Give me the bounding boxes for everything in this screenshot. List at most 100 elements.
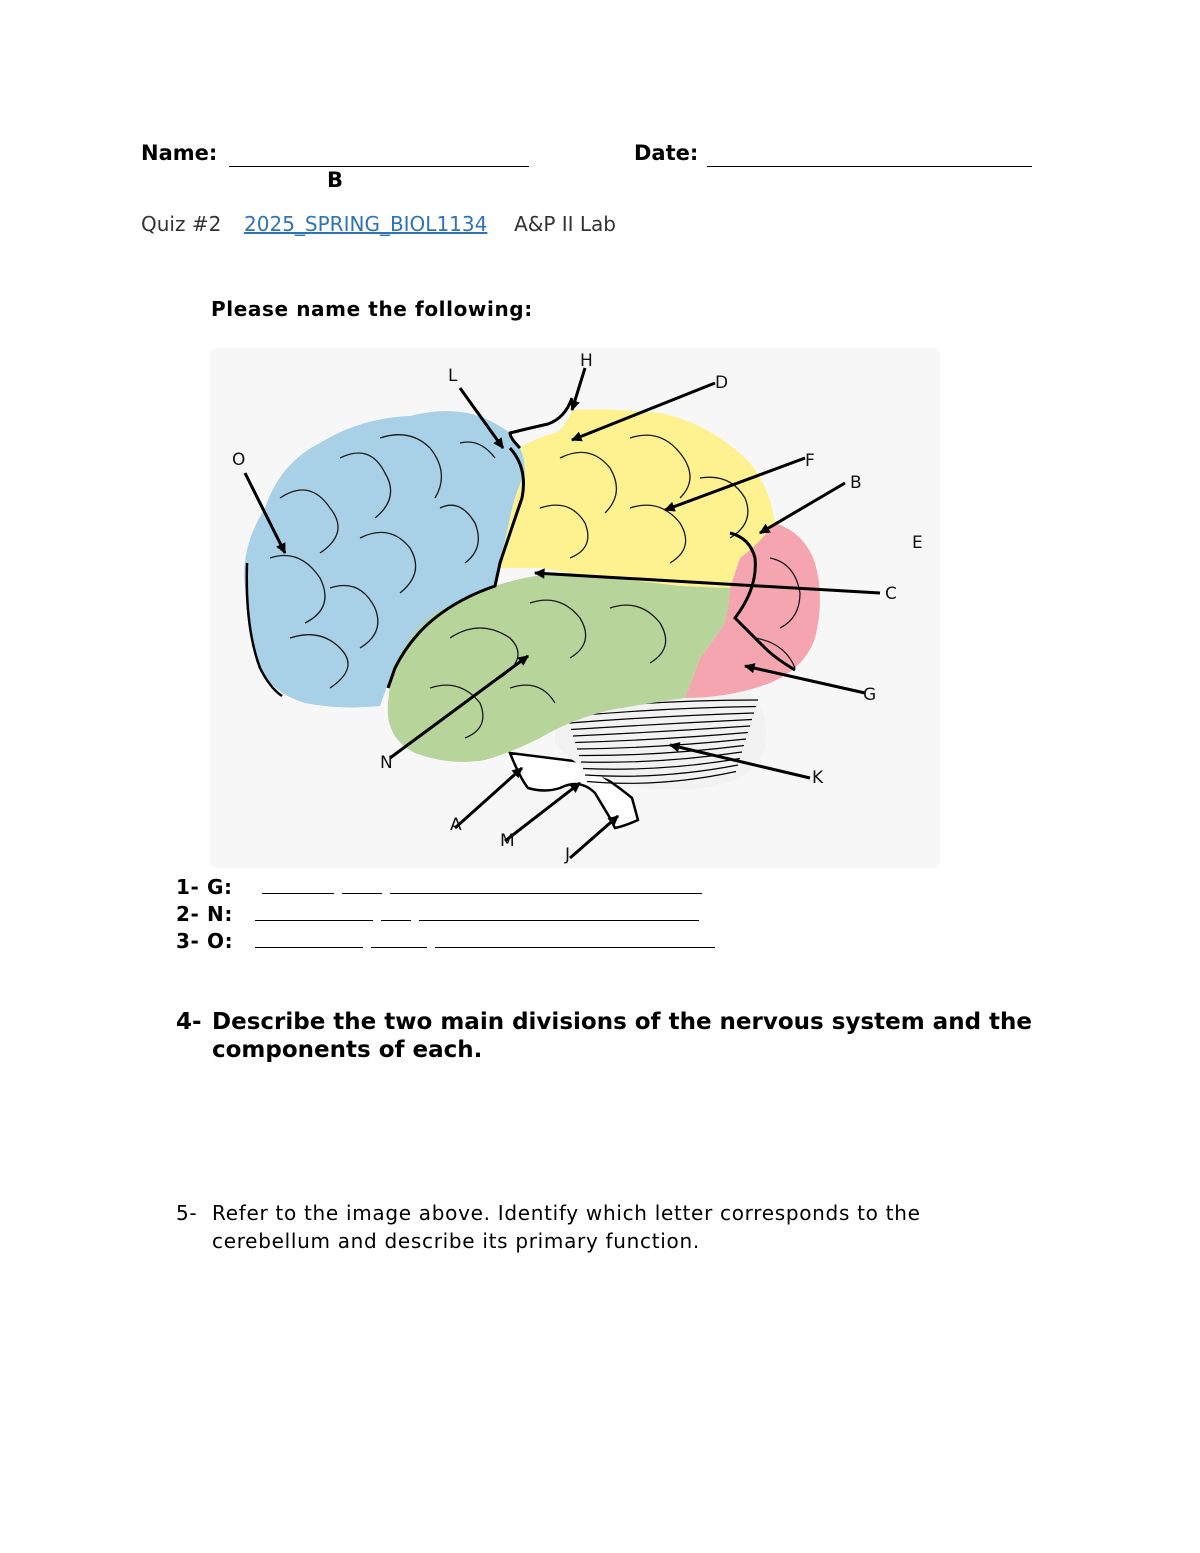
parietal-lobe xyxy=(498,409,775,588)
pointer-line xyxy=(504,781,581,843)
pointer-line xyxy=(534,571,881,595)
gyrus-line xyxy=(459,441,496,459)
pointer-arrowhead xyxy=(511,767,523,779)
course-code-link[interactable]: 2025_SPRING_BIOL1134 xyxy=(244,212,488,236)
label-G: G xyxy=(863,685,876,705)
gyrus-line xyxy=(629,504,687,564)
gyrus-line xyxy=(629,434,691,499)
cerebellum-folium xyxy=(580,751,743,763)
frontal-lobe xyxy=(244,411,525,708)
label-N: N xyxy=(380,753,393,773)
cerebellum-folium xyxy=(586,770,737,784)
label-A: A xyxy=(450,815,462,835)
course-line: Quiz #2 2025_SPRING_BIOL1134 A&P II Lab xyxy=(141,212,616,236)
instruction-text: Please name the following: xyxy=(211,297,533,321)
answer-row-2: 2- N: xyxy=(176,902,707,926)
gyrus-line xyxy=(339,452,392,519)
central-sulcus-top xyxy=(508,397,574,450)
gyrus-line xyxy=(289,634,349,689)
pointer-arrowhead xyxy=(533,568,545,579)
cerebellum-folium xyxy=(572,725,751,737)
central-sulcus-line xyxy=(386,446,525,689)
label-L: L xyxy=(448,366,458,386)
answer-1-blank-b[interactable] xyxy=(341,875,382,894)
pointer-arrowhead xyxy=(517,655,529,666)
pointer-line xyxy=(744,664,866,695)
answer-3-blank-c[interactable] xyxy=(435,929,716,948)
name-field-line[interactable] xyxy=(229,146,529,167)
pointer-arrowhead xyxy=(668,742,681,753)
pointer-line xyxy=(453,766,524,830)
gyrus-line xyxy=(699,476,749,539)
label-K: K xyxy=(812,768,824,788)
gyrus-line xyxy=(769,557,801,629)
lab-name: A&P II Lab xyxy=(514,212,617,236)
cerebellum-folium xyxy=(576,738,747,750)
gyrus-line xyxy=(509,684,556,704)
pointer-line xyxy=(571,381,716,442)
answer-2-blank-a[interactable] xyxy=(255,902,374,921)
pointer-arrowhead xyxy=(570,431,583,442)
question-5-line-1: Refer to the image above. Identify which… xyxy=(212,1201,921,1225)
question-4-text: Describe the two main divisions of the n… xyxy=(212,1008,1112,1064)
gyrus-line xyxy=(429,684,484,739)
pointer-line xyxy=(664,456,806,512)
label-group: O L H D F B E C G K N A M J xyxy=(232,351,923,865)
name-value: B xyxy=(327,168,344,192)
label-O: O xyxy=(232,450,245,470)
pointer-arrowhead xyxy=(276,542,286,555)
answer-1-blank-a[interactable] xyxy=(261,875,334,894)
label-F: F xyxy=(805,451,815,471)
pointer-line xyxy=(243,472,287,554)
gyrus-line xyxy=(439,504,479,564)
gyrus-line xyxy=(609,604,667,664)
answer-row-3: 3- O: xyxy=(176,929,723,953)
cerebellum-shape xyxy=(555,693,766,790)
gyrus-line xyxy=(754,637,796,669)
gyrus-line xyxy=(269,554,326,624)
question-5-line-2: cerebellum and describe its primary func… xyxy=(212,1229,700,1253)
gyrus-line xyxy=(559,451,617,514)
answer-2-blank-b[interactable] xyxy=(381,902,412,921)
label-H: H xyxy=(580,351,593,371)
pointer-line xyxy=(458,387,505,449)
gyrus-line xyxy=(379,434,442,499)
answer-3-blank-a[interactable] xyxy=(255,929,364,948)
date-field-line[interactable] xyxy=(707,146,1032,167)
answer-2-prefix: 2- N: xyxy=(176,902,233,926)
question-5-number: 5- xyxy=(176,1201,198,1225)
question-4-line-1: Describe the two main divisions of the n… xyxy=(212,1009,1033,1035)
gyrus-line xyxy=(329,584,379,649)
frontal-edge xyxy=(245,562,283,698)
pointer-line xyxy=(759,481,846,535)
gyri-lines xyxy=(269,434,801,739)
gyrus-line xyxy=(539,504,589,559)
arrow-group xyxy=(243,367,881,860)
temporal-lobe xyxy=(387,573,730,762)
question-4-number: 4- xyxy=(176,1009,202,1035)
label-D: D xyxy=(715,373,728,393)
label-J: J xyxy=(564,845,570,865)
gyrus-line xyxy=(529,599,587,659)
pointer-arrowhead xyxy=(759,523,771,534)
answer-row-1: 1- G: xyxy=(176,875,710,899)
label-M: M xyxy=(500,831,515,851)
answer-3-blank-b[interactable] xyxy=(371,929,428,948)
cerebellum-folium xyxy=(578,744,745,757)
cerebellum-folium xyxy=(574,731,749,744)
quiz-number: Quiz #2 xyxy=(141,212,222,236)
label-E: E xyxy=(912,533,923,553)
cerebellum-folium xyxy=(584,764,739,777)
answer-1-blank-c[interactable] xyxy=(389,875,702,894)
pointer-arrowhead xyxy=(569,399,580,412)
pointer-arrowhead xyxy=(493,437,504,449)
cerebellum-folium xyxy=(582,757,741,770)
answer-2-blank-c[interactable] xyxy=(419,902,700,921)
pointer-arrowhead xyxy=(663,501,676,512)
question-4-line-2: components of each. xyxy=(212,1037,483,1063)
cerebellum-folium xyxy=(570,718,753,731)
gyrus-line xyxy=(279,489,339,554)
question-5-text: Refer to the image above. Identify which… xyxy=(212,1199,1112,1255)
name-label: Name: xyxy=(141,141,218,165)
brainstem-shape xyxy=(508,751,640,830)
